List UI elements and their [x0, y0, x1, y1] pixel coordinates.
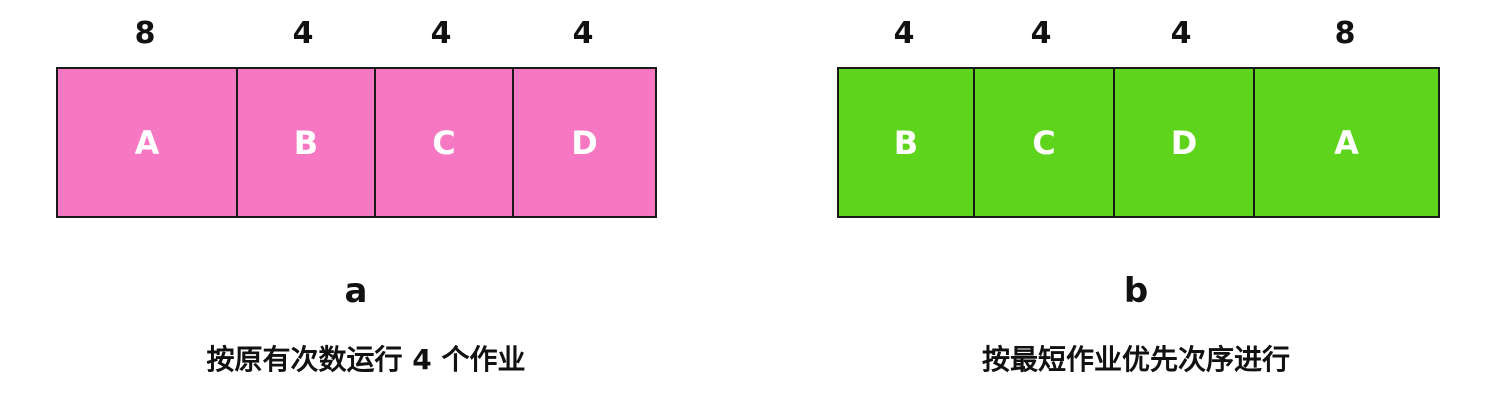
- duration-a-1: 8: [134, 16, 156, 51]
- duration-a-3: 4: [430, 16, 452, 51]
- duration-b-1: 4: [893, 16, 915, 51]
- duration-b-3: 4: [1170, 16, 1192, 51]
- panel-label-b: b: [1123, 271, 1149, 311]
- job-block-a-4: D: [512, 69, 655, 216]
- job-block-a-3: C: [374, 69, 512, 216]
- job-name-a-2: B: [293, 123, 319, 162]
- duration-b-4: 8: [1334, 16, 1356, 51]
- caption-a: 按原有次数运行 4 个作业: [206, 343, 526, 376]
- job-block-b-3: D: [1113, 69, 1253, 216]
- duration-b-2: 4: [1030, 16, 1052, 51]
- job-name-b-2: C: [1032, 123, 1056, 162]
- job-bar-b: B C D A: [837, 67, 1440, 218]
- job-name-a-4: D: [571, 123, 598, 162]
- job-name-a-3: C: [432, 123, 456, 162]
- job-block-a-1: A: [58, 69, 236, 216]
- duration-a-4: 4: [572, 16, 594, 51]
- job-name-b-1: B: [893, 123, 919, 162]
- job-block-b-1: B: [839, 69, 973, 216]
- panel-a: 8 4 4 4 A B C D a 按原有次数运行 4 个作业: [56, 16, 657, 376]
- duration-a-2: 4: [292, 16, 314, 51]
- job-name-a-1: A: [134, 123, 160, 162]
- job-bar-a: A B C D: [56, 67, 657, 218]
- job-name-b-3: D: [1170, 123, 1198, 162]
- panel-b: 4 4 4 8 B C D A b 按最短作业优先次序进行: [745, 0, 1490, 404]
- panel-label-a: a: [344, 271, 368, 311]
- caption-b: 按最短作业优先次序进行: [981, 343, 1290, 376]
- job-block-a-2: B: [236, 69, 374, 216]
- job-block-b-4: A: [1253, 69, 1438, 216]
- job-block-b-2: C: [973, 69, 1113, 216]
- job-name-b-4: A: [1334, 123, 1359, 162]
